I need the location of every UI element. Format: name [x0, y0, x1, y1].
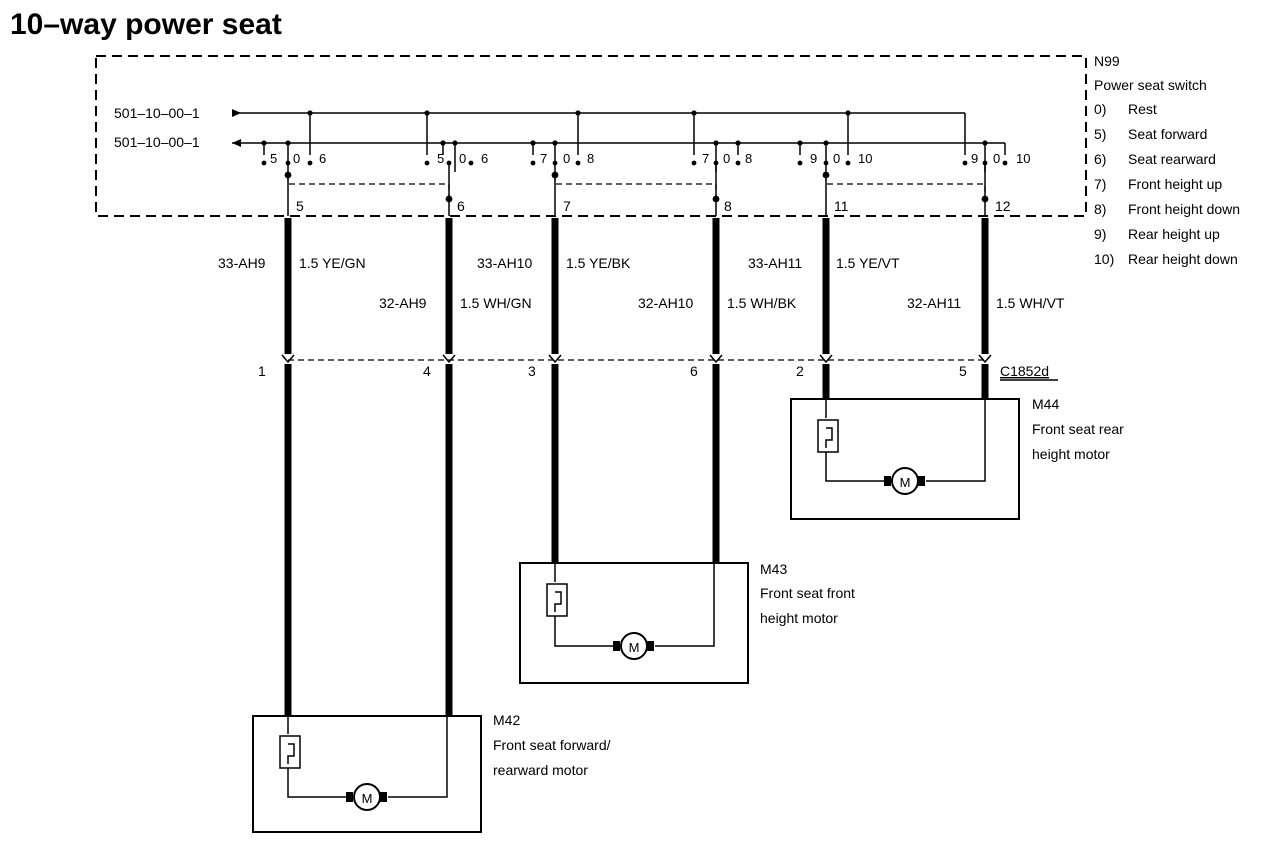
wire-circuit: 33-AH11	[748, 255, 802, 271]
connector-pin: 2	[796, 363, 804, 379]
thermal-cutout-icon	[546, 583, 568, 617]
wire-circuit: 32-AH11	[907, 295, 961, 311]
page-title: 10–way power seat	[10, 8, 282, 41]
position-number: 5)	[1094, 126, 1106, 142]
switch-name: Power seat switch	[1094, 77, 1207, 93]
position-label: Front height up	[1128, 176, 1222, 192]
supply-ref-top: 501–10–00–1	[114, 105, 200, 121]
position-label: Rest	[1128, 101, 1157, 117]
switch-enclosure	[95, 55, 1087, 217]
position-label: Rear height up	[1128, 226, 1220, 242]
motor-icon	[353, 783, 381, 811]
position-label: Front height down	[1128, 201, 1240, 217]
motor-description: height motor	[760, 610, 838, 626]
position-number: 9)	[1094, 226, 1106, 242]
position-label: Rear height down	[1128, 251, 1238, 267]
contact-label: 7	[702, 151, 709, 166]
motor-icon	[891, 467, 919, 495]
motor-m42: M	[252, 715, 482, 833]
wire-spec: 1.5 YE/VT	[836, 255, 900, 271]
motor-m44: M	[790, 398, 1020, 520]
motor-id: M42	[493, 712, 520, 728]
feed-bus	[232, 109, 966, 155]
contact-label: 5	[437, 151, 444, 166]
contact-label: 10	[858, 151, 872, 166]
contact-label: 8	[745, 151, 752, 166]
wire-spec: 1.5 YE/GN	[299, 255, 366, 271]
switch-contact-group: 7 0 8	[691, 143, 752, 203]
motor-m43: M	[519, 562, 749, 684]
contact-label: 6	[481, 151, 488, 166]
position-label: Seat rearward	[1128, 151, 1216, 167]
switch-position-legend: 0) Rest 5) Seat forward 6) Seat rearward…	[1094, 101, 1240, 267]
contact-label: 6	[319, 151, 326, 166]
motor-description: rearward motor	[493, 762, 588, 778]
switch-linkage	[825, 175, 986, 199]
contact-label: 8	[587, 151, 594, 166]
motor-description: height motor	[1032, 446, 1110, 462]
switch-pin: 11	[834, 198, 849, 214]
thermal-cutout-icon	[817, 419, 839, 453]
connector-pin: 5	[959, 363, 967, 379]
ground-bus	[232, 139, 1006, 155]
switch-contact-group: 9 0 10	[797, 143, 872, 179]
connector-pin: 3	[528, 363, 536, 379]
contact-label: 7	[540, 151, 547, 166]
supply-ref-bottom: 501–10–00–1	[114, 134, 200, 150]
switch-pin: 8	[724, 198, 732, 214]
wire-spec: 1.5 WH/VT	[996, 295, 1065, 311]
connector-id: C1852d	[1000, 363, 1049, 379]
wire-circuit: 32-AH9	[379, 295, 427, 311]
switch-contact-group: 7 0 8	[530, 143, 594, 179]
position-number: 10)	[1094, 251, 1114, 267]
wire-circuit: 33-AH9	[218, 255, 266, 271]
position-number: 7)	[1094, 176, 1106, 192]
thermal-cutout-icon	[279, 735, 301, 769]
position-number: 6)	[1094, 151, 1106, 167]
motor-symbol: M	[900, 475, 911, 490]
switch-pin: 5	[296, 198, 304, 214]
switch-pin: 12	[995, 198, 1011, 214]
connector-pin: 1	[258, 363, 266, 379]
contact-label: 0	[563, 151, 570, 166]
wire-spec: 1.5 WH/BK	[727, 295, 797, 311]
position-number: 0)	[1094, 101, 1106, 117]
position-number: 8)	[1094, 201, 1106, 217]
contact-label: 10	[1016, 151, 1030, 166]
switch-contact-group: 5 0 6	[424, 143, 488, 203]
contact-label: 5	[270, 151, 277, 166]
switch-linkage	[287, 175, 450, 199]
motor-description: Front seat forward/	[493, 737, 611, 753]
wire-spec: 1.5 YE/BK	[566, 255, 631, 271]
contact-label: 0	[293, 151, 300, 166]
motor-symbol: M	[362, 791, 373, 806]
motor-id: M44	[1032, 396, 1059, 412]
switch-contact-group: 5 0 6	[261, 143, 326, 179]
switch-pin: 7	[563, 198, 571, 214]
motor-id: M43	[760, 561, 787, 577]
switch-id: N99	[1094, 53, 1120, 69]
connector-terminals	[281, 354, 992, 364]
contact-label: 0	[459, 151, 466, 166]
contact-label: 0	[723, 151, 730, 166]
switch-contact-group: 9 0 10	[962, 143, 1030, 203]
switch-linkage	[554, 175, 717, 199]
contact-label: 0	[833, 151, 840, 166]
connector-pin: 6	[690, 363, 698, 379]
wire-circuit: 33-AH10	[477, 255, 532, 271]
motor-description: Front seat front	[760, 585, 855, 601]
motor-icon	[620, 632, 648, 660]
switch-pin: 6	[457, 198, 465, 214]
motor-description: Front seat rear	[1032, 421, 1124, 437]
position-label: Seat forward	[1128, 126, 1207, 142]
contact-label: 9	[810, 151, 817, 166]
wire-spec: 1.5 WH/GN	[460, 295, 532, 311]
connector-pin: 4	[423, 363, 431, 379]
wire-circuit: 32-AH10	[638, 295, 693, 311]
motor-symbol: M	[629, 640, 640, 655]
contact-label: 9	[971, 151, 978, 166]
contact-label: 0	[993, 151, 1000, 166]
